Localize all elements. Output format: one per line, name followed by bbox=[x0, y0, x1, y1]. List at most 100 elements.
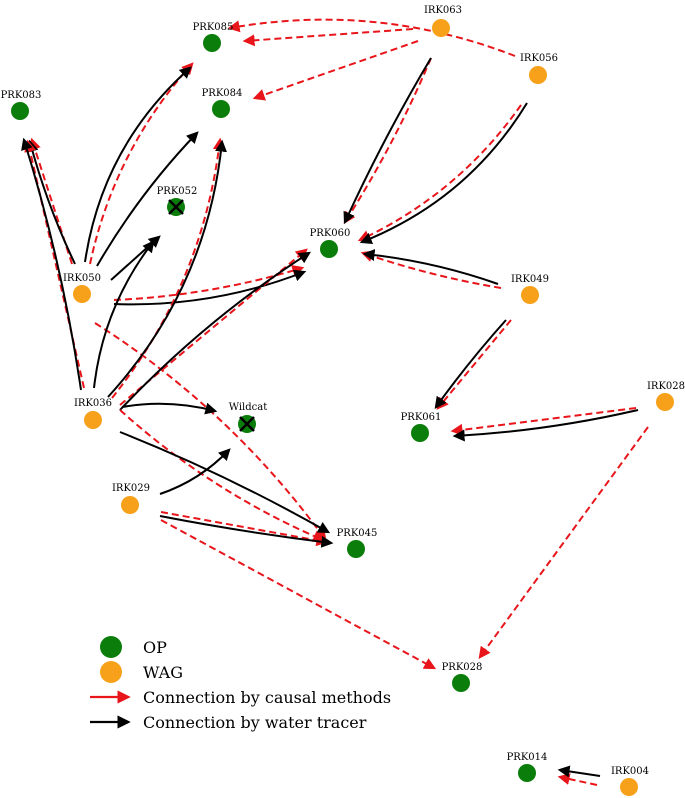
node-label: IRK049 bbox=[511, 274, 549, 285]
node-prk083: PRK083 bbox=[1, 90, 42, 120]
node-label: PRK085 bbox=[193, 22, 234, 33]
node-irk063: IRK063 bbox=[424, 5, 462, 37]
causal-edge-irk050-prk085 bbox=[89, 62, 194, 265]
op-well-marker bbox=[212, 100, 230, 118]
causal-edge-irk036-prk083 bbox=[24, 139, 85, 389]
legend-tracer-label: Connection by water tracer bbox=[143, 713, 367, 732]
tracer-edge-irk050-prk060 bbox=[113, 269, 307, 306]
node-prk045: PRK045 bbox=[337, 528, 378, 558]
tracer-edge-irk036-prk045 bbox=[119, 431, 331, 534]
causal-edge-irk036-prk084 bbox=[111, 137, 225, 399]
wag-well-marker bbox=[620, 778, 638, 796]
op-well-marker bbox=[411, 424, 429, 442]
node-irk029: IRK029 bbox=[112, 483, 150, 514]
node-irk050: IRK050 bbox=[63, 273, 101, 303]
cross-icon bbox=[168, 199, 184, 215]
legend-op-marker bbox=[100, 636, 122, 658]
op-well-marker bbox=[518, 764, 536, 782]
causal-edge-irk028-prk061 bbox=[450, 407, 637, 436]
legend: OP WAG Connection by causal methods Conn… bbox=[90, 636, 391, 732]
tracer-edge-irk036-wildcat bbox=[121, 402, 218, 415]
node-prk061: PRK061 bbox=[401, 412, 442, 442]
tracer-edge-irk056-prk060 bbox=[359, 102, 528, 245]
op-well-marker bbox=[347, 540, 365, 558]
node-prk014: PRK014 bbox=[507, 752, 548, 782]
causal-edge-irk056-prk085 bbox=[227, 18, 516, 57]
op-well-marker bbox=[452, 674, 470, 692]
causal-edge-irk029-prk028 bbox=[160, 519, 437, 670]
node-prk085: PRK085 bbox=[193, 22, 234, 52]
node-label: PRK084 bbox=[202, 88, 243, 99]
edges-layer bbox=[21, 18, 649, 786]
node-label: IRK036 bbox=[74, 398, 112, 409]
wag-well-marker bbox=[432, 19, 450, 37]
node-prk060: PRK060 bbox=[310, 228, 351, 258]
node-label: IRK028 bbox=[647, 381, 685, 392]
legend-wag-marker bbox=[100, 661, 122, 683]
tracer-edge-irk050-prk083 bbox=[26, 139, 76, 265]
causal-edge-irk050-prk045 bbox=[94, 322, 327, 541]
node-label: PRK028 bbox=[442, 662, 483, 673]
node-label: Wildcat bbox=[229, 402, 267, 413]
tracer-edge-irk050-prk084 bbox=[96, 131, 199, 267]
node-label: IRK004 bbox=[611, 766, 649, 777]
legend-op-label: OP bbox=[143, 638, 167, 657]
wag-well-marker bbox=[73, 285, 91, 303]
tracer-edge-irk029-prk045 bbox=[159, 515, 334, 548]
node-wildcat: Wildcat bbox=[229, 402, 267, 433]
tracer-edge-irk049-prk060 bbox=[362, 249, 499, 285]
node-prk052: PRK052 bbox=[157, 186, 198, 216]
tracer-edge-irk050-prk052 bbox=[110, 235, 161, 281]
tracer-edge-irk063-prk060 bbox=[343, 57, 432, 225]
tracer-edge-irk049-prk061 bbox=[434, 319, 507, 409]
node-irk004: IRK004 bbox=[611, 766, 649, 796]
op-well-marker bbox=[320, 240, 338, 258]
tracer-edge-irk036-prk060 bbox=[119, 251, 312, 411]
causal-edge-irk049-prk060 bbox=[360, 250, 502, 289]
tracer-edge-irk036-prk052 bbox=[93, 240, 155, 389]
node-label: PRK083 bbox=[1, 90, 42, 101]
node-label: IRK050 bbox=[63, 273, 101, 284]
wag-well-marker bbox=[521, 286, 539, 304]
node-prk084: PRK084 bbox=[202, 88, 243, 118]
node-irk028: IRK028 bbox=[647, 381, 685, 411]
legend-wag-label: WAG bbox=[143, 663, 183, 682]
tracer-edge-irk036-prk084 bbox=[107, 139, 227, 398]
tracer-edge-irk029-wildcat bbox=[159, 448, 231, 495]
legend-causal-label: Connection by causal methods bbox=[143, 688, 391, 707]
tracer-edge-irk028-prk061 bbox=[452, 409, 639, 442]
op-well-marker bbox=[203, 34, 221, 52]
tracer-edge-irk036-prk083 bbox=[21, 137, 82, 391]
node-label: IRK056 bbox=[520, 53, 558, 64]
causal-edge-irk063-prk084 bbox=[252, 40, 419, 101]
op-well-marker bbox=[11, 102, 29, 120]
node-label: IRK063 bbox=[424, 5, 462, 16]
causal-edge-irk056-prk060 bbox=[357, 104, 522, 242]
causal-edge-irk063-prk085 bbox=[242, 28, 414, 47]
node-prk028: PRK028 bbox=[442, 662, 483, 692]
causal-edge-irk028-prk028 bbox=[478, 426, 649, 659]
wag-well-marker bbox=[656, 393, 674, 411]
node-label: PRK052 bbox=[157, 186, 198, 197]
cross-icon bbox=[239, 416, 255, 432]
node-irk049: IRK049 bbox=[511, 274, 549, 304]
node-label: PRK060 bbox=[310, 228, 351, 239]
tracer-edge-irk050-prk085 bbox=[84, 66, 192, 263]
causal-edge-irk004-prk014 bbox=[557, 773, 598, 786]
wag-well-marker bbox=[529, 66, 547, 84]
causal-edge-irk029-prk045 bbox=[160, 511, 329, 547]
node-label: PRK014 bbox=[507, 752, 548, 763]
node-irk036: IRK036 bbox=[74, 398, 112, 429]
node-label: IRK029 bbox=[112, 483, 150, 494]
node-label: PRK045 bbox=[337, 528, 378, 539]
node-label: PRK061 bbox=[401, 412, 442, 423]
causal-edge-irk063-prk060 bbox=[343, 57, 432, 225]
node-irk056: IRK056 bbox=[520, 53, 558, 84]
wag-well-marker bbox=[121, 496, 139, 514]
causal-edge-irk050-prk060 bbox=[113, 265, 305, 301]
causal-edge-irk049-prk061 bbox=[436, 319, 512, 410]
tracer-edge-irk004-prk014 bbox=[557, 765, 601, 778]
